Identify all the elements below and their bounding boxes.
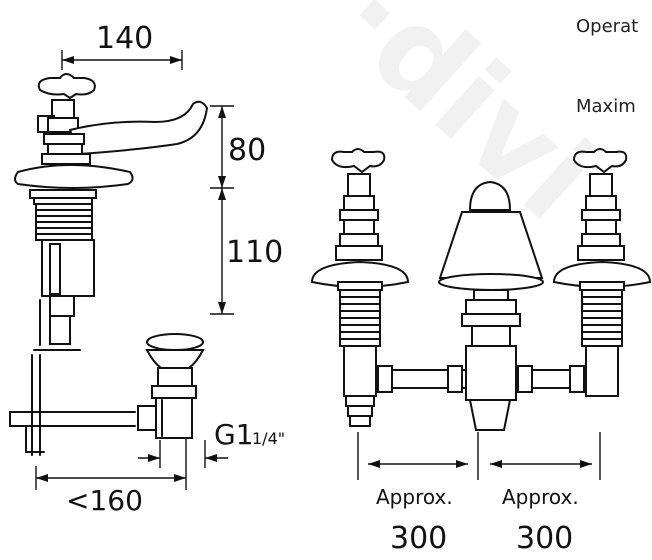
spacing-left-label: Approx.: [376, 485, 453, 509]
pop-up-waste: [137, 333, 205, 439]
dim-body-height: 110: [226, 235, 283, 270]
side-text-maximum: Maxim: [576, 96, 636, 117]
dimension-lines-left: [35, 50, 234, 490]
dim-waste-thread-size: 1/4": [252, 429, 285, 448]
dim-overall-reach: <160: [66, 484, 143, 517]
side-view-mixer: [9, 73, 209, 456]
threaded-shank: [29, 189, 97, 241]
connecting-pipes: [375, 365, 587, 393]
spacing-left-value: 300: [390, 521, 447, 556]
side-text-operating: Operat: [576, 16, 639, 37]
dimension-lines-right: [357, 432, 601, 480]
front-view-right-valve: [552, 148, 652, 397]
front-view-left-valve: [310, 148, 410, 427]
dim-waste-thread: G1: [214, 418, 254, 451]
front-view-spout: [438, 180, 544, 431]
dim-spout-height: 80: [228, 133, 266, 168]
spacing-right-label: Approx.: [502, 485, 579, 509]
dim-top-width: 140: [96, 21, 153, 56]
spacing-right-value: 300: [516, 521, 573, 556]
